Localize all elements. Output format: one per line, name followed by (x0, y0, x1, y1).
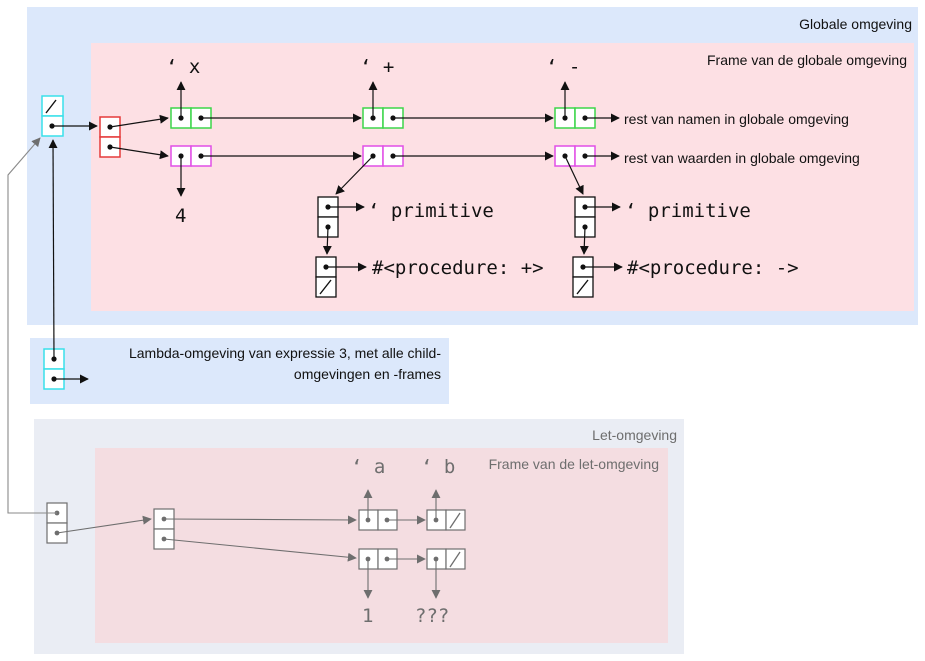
rest-values-label: rest van waarden in globale omgeving (624, 150, 860, 166)
value-a: 1 (362, 605, 374, 627)
value-x: 4 (175, 205, 187, 227)
tag-primitive-minus: ‘ primitive (625, 200, 751, 222)
global-frame-pair (99, 116, 121, 158)
let-frame-title: Frame van de let-omgeving (488, 456, 659, 472)
rest-names-label: rest van namen in globale omgeving (624, 111, 849, 127)
lambda-env-line2: omgevingen en -frames (293, 366, 441, 382)
let-frame-pair (153, 508, 175, 550)
procedure-plus: #<procedure: +> (372, 257, 544, 279)
symbol-b: ‘ b (421, 456, 456, 478)
tag-primitive-plus: ‘ primitive (368, 200, 494, 222)
null-mark (45, 99, 57, 114)
global-env-title: Globale omgeving (799, 16, 912, 32)
let-env-box (46, 502, 68, 544)
let-frame (95, 448, 668, 643)
symbol-x: ‘ x (166, 56, 201, 78)
let-env-title: Let-omgeving (592, 427, 677, 443)
global-env-box (41, 95, 64, 137)
symbol-minus: ‘ - (546, 56, 581, 78)
global-frame-title: Frame van de globale omgeving (706, 52, 907, 68)
value-b: ??? (415, 605, 450, 627)
procedure-minus: #<procedure: -> (627, 257, 799, 279)
lambda-env-line1: Lambda-omgeving van expressie 3, met all… (128, 345, 441, 361)
global-frame (91, 43, 914, 311)
lambda-environment (30, 338, 449, 404)
symbol-a: ‘ a (351, 456, 386, 478)
symbol-plus: ‘ + (360, 56, 395, 78)
